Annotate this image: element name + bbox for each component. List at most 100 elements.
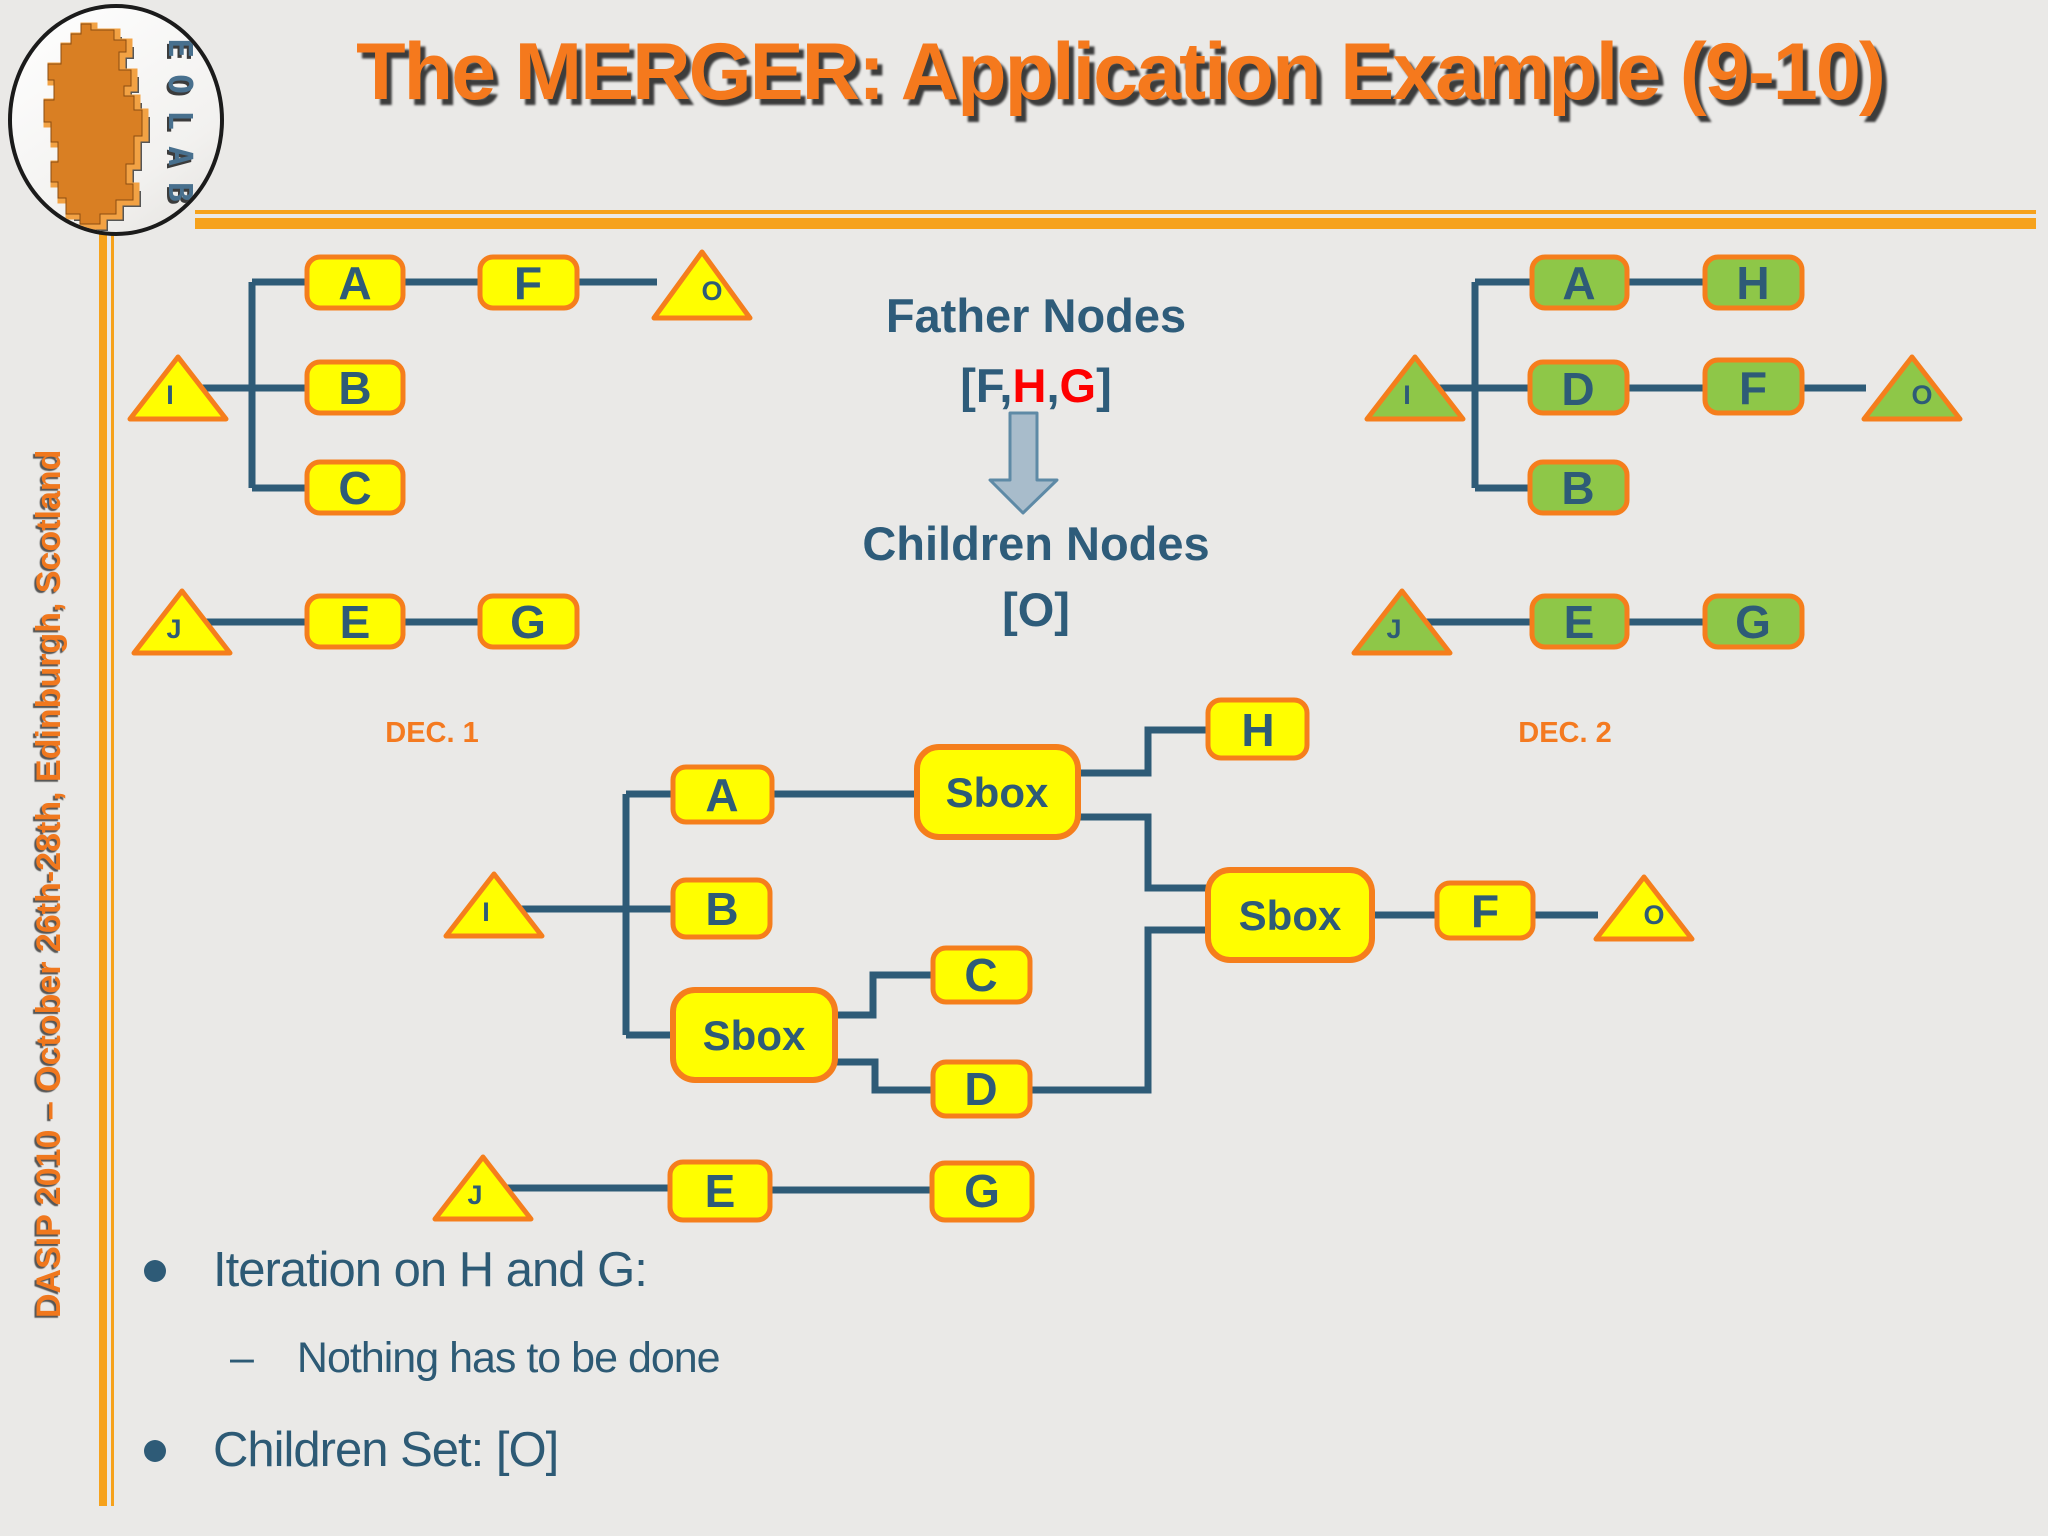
dec1-node-b <box>304 359 406 416</box>
merged-sbox-right-label: Sbox <box>1239 892 1342 939</box>
children-nodes-heading: Children Nodes <box>862 517 1210 570</box>
left-rule-thin <box>111 214 114 1506</box>
dec2-node-b <box>1527 459 1630 516</box>
bullet-dot <box>144 1260 166 1282</box>
merged-triangle-o-label: O <box>1643 900 1664 930</box>
dec2-node-e <box>1529 593 1630 650</box>
merged-output-triangle-o <box>1593 874 1695 942</box>
merged-node-f <box>1434 880 1536 941</box>
dec2-triangle-o-label: O <box>1911 380 1932 410</box>
dec2-node-d <box>1527 359 1630 416</box>
merged-triangle-i-label: I <box>482 897 490 927</box>
father-set-comma: , <box>1046 359 1060 412</box>
merged-node-e <box>667 1159 773 1223</box>
merged-node-h-label: H <box>1241 704 1274 756</box>
father-set-open: [F, <box>960 359 1013 412</box>
merged-sbox-right <box>1205 867 1375 963</box>
merged-sbox-top <box>914 744 1081 840</box>
merged-node-h <box>1205 697 1310 761</box>
dec2-node-h <box>1702 254 1805 311</box>
eolab-logo: E O L A B <box>8 4 224 236</box>
merged-triangle-j-label: J <box>467 1180 482 1210</box>
merged-node-d <box>930 1059 1033 1119</box>
dec2-caption: DEC. 2 <box>1518 717 1611 749</box>
dec2-node-g <box>1702 593 1805 650</box>
dec1-node-f-label: F <box>514 257 542 309</box>
sub-bullet-text: Nothing has to be done <box>296 1334 721 1382</box>
dec2-input-triangle-i <box>1364 354 1466 422</box>
merged-node-g-label: G <box>964 1165 1000 1217</box>
dec2-node-a-label: A <box>1562 257 1595 309</box>
dec2-node-d-label: D <box>1561 363 1594 415</box>
merged-node-c <box>930 945 1033 1005</box>
dec2-triangle-j-label: J <box>1386 614 1401 644</box>
logo-island <box>43 23 143 225</box>
father-nodes-heading: Father Nodes <box>885 289 1187 342</box>
dec1-node-a-label: A <box>338 257 371 309</box>
header-rule-thick <box>195 218 2036 229</box>
dec2-input-triangle-j <box>1351 588 1453 656</box>
father-set-h: H <box>1012 359 1047 412</box>
dec1-caption: DEC. 1 <box>385 717 478 749</box>
merged-wires <box>503 726 1598 1194</box>
merged-sbox-left <box>670 987 838 1083</box>
dec1-node-g-label: G <box>510 596 546 648</box>
dec1-node-b-label: B <box>338 362 371 414</box>
left-rule-thick <box>99 214 107 1506</box>
dec2-node-b-label: B <box>1561 462 1594 514</box>
down-arrow <box>988 411 1059 515</box>
father-set-close: ] <box>1096 359 1112 412</box>
dec1-wires <box>200 278 657 626</box>
dec1-triangle-j-label: J <box>166 614 181 644</box>
slide-title: The MERGER: Application Example (9-10) <box>356 27 1886 117</box>
merged-node-e-label: E <box>705 1165 736 1217</box>
dec2-node-e-label: E <box>1564 596 1595 648</box>
dec1-node-g <box>477 593 580 650</box>
merged-node-b-label: B <box>705 883 738 935</box>
father-nodes-set: [F,H,G] <box>806 358 1266 413</box>
dec1-output-triangle-o <box>651 249 753 321</box>
dec2-node-f <box>1702 357 1805 416</box>
merged-sbox-top-label: Sbox <box>946 769 1049 816</box>
dec2-node-f-label: F <box>1739 362 1767 414</box>
dec2-wires <box>1426 278 1866 626</box>
dec1-diagram: A F B C E G I O J DEC. 1 <box>127 249 753 749</box>
dec1-input-triangle-j <box>131 588 233 656</box>
merged-input-triangle-i <box>443 871 545 939</box>
bullet-item-2: Children Set: [O] <box>213 1423 559 1477</box>
dec1-node-e <box>304 593 406 650</box>
dec1-input-triangle-i <box>127 354 229 422</box>
bullet-item-1: Iteration on H and G: <box>213 1243 648 1297</box>
merged-node-a-label: A <box>705 769 738 821</box>
dec2-node-h-label: H <box>1736 257 1769 309</box>
father-set-g: G <box>1059 359 1097 412</box>
dec2-triangle-i-label: I <box>1403 380 1411 410</box>
dec1-node-f <box>477 254 580 311</box>
sub-bullet-dash: – <box>230 1334 254 1382</box>
bullet-item-1-sub: –Nothing has to be done <box>230 1334 721 1383</box>
dec1-triangle-o-label: O <box>701 276 722 306</box>
bullet-dot <box>144 1440 166 1462</box>
merged-node-g <box>929 1160 1035 1223</box>
dec1-node-c-label: C <box>338 462 371 514</box>
merged-node-b <box>670 877 773 940</box>
merged-node-c-label: C <box>964 949 997 1001</box>
dec2-node-g-label: G <box>1735 596 1771 648</box>
dec1-node-a <box>304 254 406 311</box>
header-rule-thin <box>195 210 2036 214</box>
dec1-node-c <box>304 459 406 516</box>
dec2-node-a <box>1529 254 1630 311</box>
dec2-output-triangle-o <box>1861 354 1963 422</box>
merged-node-a <box>670 764 775 825</box>
merged-diagram: A B H C D F E G Sbox Sbox Sbox I O J <box>432 697 1695 1223</box>
children-nodes-set: [O] <box>1002 583 1070 636</box>
dec1-node-e-label: E <box>340 596 371 648</box>
merged-node-d-label: D <box>964 1063 997 1115</box>
merged-input-triangle-j <box>432 1154 534 1222</box>
dec2-diagram: A H D F B E G I O J DEC. 2 <box>1351 254 1963 749</box>
merged-node-f-label: F <box>1471 885 1499 937</box>
dec1-triangle-i-label: I <box>166 380 174 410</box>
logo-island-graphic <box>43 22 150 231</box>
